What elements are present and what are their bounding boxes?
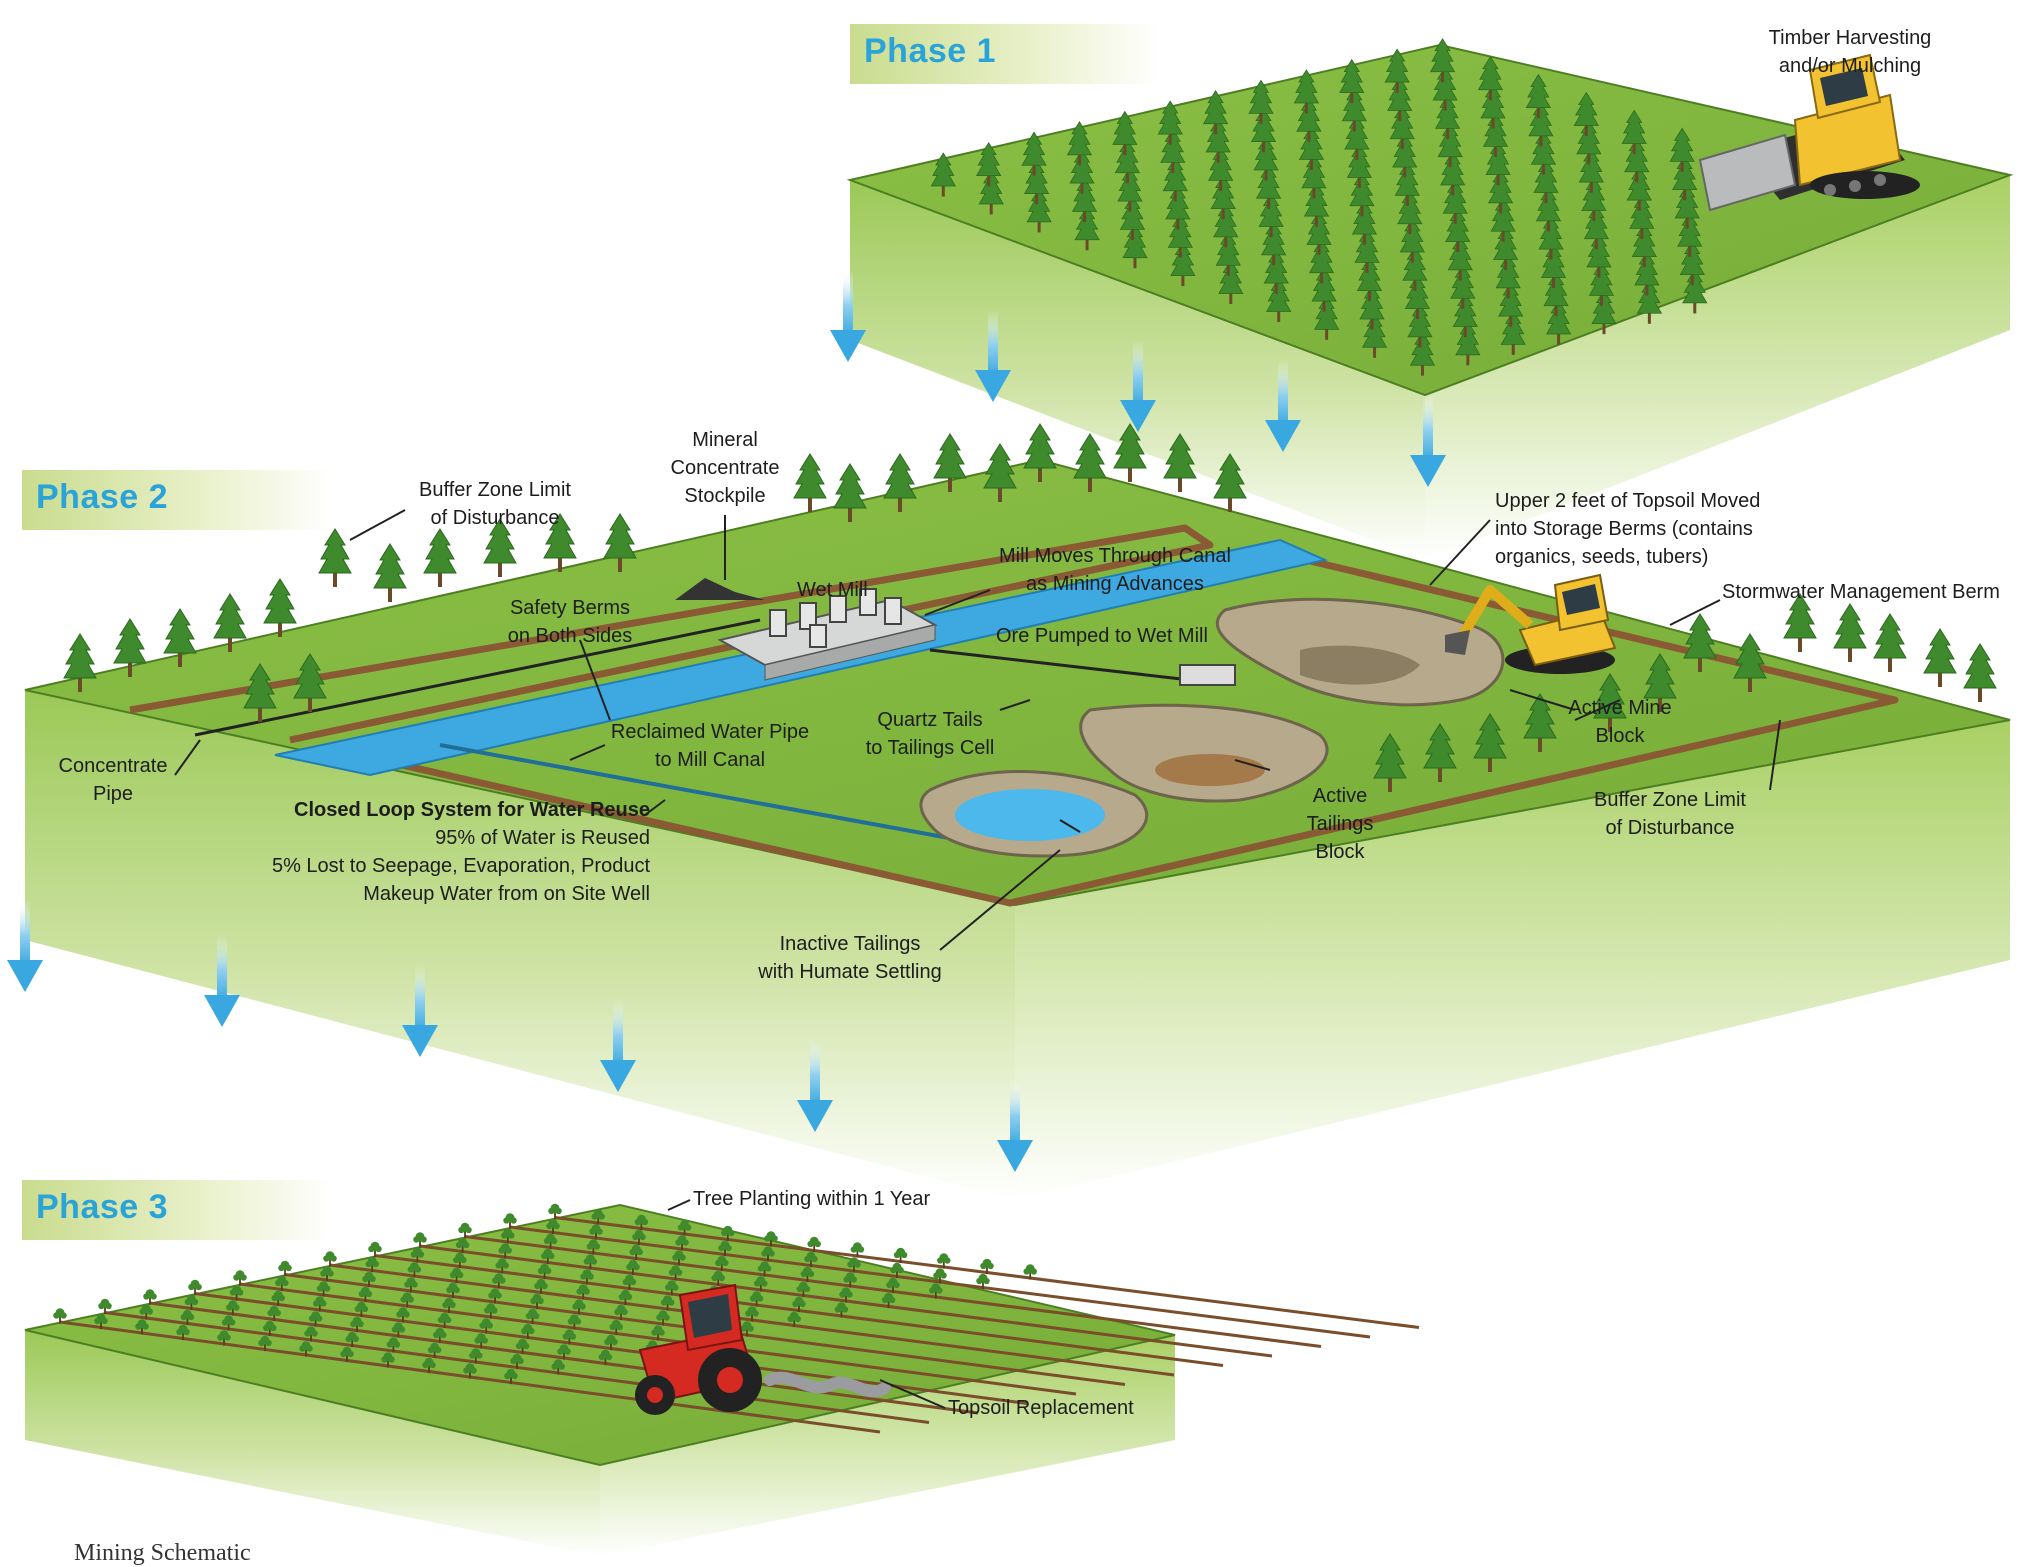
label-line: organics, seeds, tubers) <box>1495 546 1709 568</box>
stockpile-icon <box>675 578 765 600</box>
label-line: Quartz Tails <box>877 709 983 731</box>
label-closed-loop: Closed Loop System for Water Reuse 95% o… <box>180 796 650 908</box>
label-line: Closed Loop System for Water Reuse <box>294 799 650 821</box>
label-line: of Disturbance <box>1605 817 1735 839</box>
phase3-title: Phase 3 <box>36 1188 169 1226</box>
label-line: Buffer Zone Limit <box>1594 789 1746 811</box>
wet-mill-icon <box>717 588 938 681</box>
label-mill-moves: Mill Moves Through Canal as Mining Advan… <box>985 542 1245 598</box>
phase2-title: Phase 2 <box>36 478 169 516</box>
phase1-right-face <box>1425 175 2010 560</box>
phase2-right-face <box>1015 720 2010 1200</box>
label-line: 95% of Water is Reused <box>435 827 650 849</box>
phase1-title: Phase 1 <box>864 32 997 70</box>
label-topsoil-replacement: Topsoil Replacement <box>948 1394 1134 1422</box>
label-line: Block <box>1315 841 1365 863</box>
ore-pipe <box>929 648 1191 682</box>
label-concentrate-pipe: Concentrate Pipe <box>48 752 178 808</box>
callout-leader-lines <box>174 509 1781 1409</box>
label-stormwater-berm: Stormwater Management Berm <box>1722 578 2000 606</box>
excavator-icon <box>1445 573 1617 674</box>
label-line: Safety Berms <box>509 597 631 619</box>
phase3-right-face <box>600 1335 1175 1556</box>
reclaimed-water-pipe <box>439 743 961 842</box>
phase2-banner: Phase 2 <box>22 470 332 530</box>
label-upper-topsoil: Upper 2 feet of Topsoil Moved into Stora… <box>1495 487 1760 571</box>
label-wet-mill: Wet Mill <box>797 576 868 604</box>
label-line: 5% Lost to Seepage, Evaporation, Product <box>271 855 650 877</box>
tree-icon <box>1923 628 1957 688</box>
tree-icon <box>423 528 457 588</box>
tree-icon <box>263 578 297 638</box>
phase3-left-face <box>25 1330 600 1556</box>
phase3-block <box>24 1203 1420 1556</box>
label-active-mine-block: Active Mine Block <box>1555 694 1685 750</box>
label-line: Tree Planting within 1 Year <box>693 1188 931 1210</box>
phase2-block <box>24 423 2011 1200</box>
label-line: Timber Harvesting <box>1768 27 1932 49</box>
phase3-planting-rows <box>53 1203 1420 1434</box>
label-buffer-zone-right: Buffer Zone Limit of Disturbance <box>1575 786 1765 842</box>
concentrate-pipe <box>194 618 761 737</box>
phase1-banner: Phase 1 <box>850 24 1160 84</box>
tree-icon <box>373 543 407 603</box>
label-line: Ore Pumped to Wet Mill <box>996 625 1208 647</box>
label-line: with Humate Settling <box>758 961 942 983</box>
label-mineral-stockpile: Mineral Concentrate Stockpile <box>650 426 800 510</box>
label-active-tailings-block: Active Tailings Block <box>1290 782 1390 866</box>
ore-pump-icon <box>1179 664 1236 686</box>
tree-icon <box>1833 603 1867 663</box>
phase2-left-face <box>25 690 1015 1200</box>
label-line: Active <box>1312 785 1368 807</box>
label-line: Upper 2 feet of Topsoil Moved <box>1495 490 1761 512</box>
diagram-caption: Mining Schematic <box>74 1540 251 1566</box>
tree-icon <box>1873 613 1907 673</box>
label-line: Concentrate <box>58 755 168 777</box>
label-line: to Mill Canal <box>654 749 766 771</box>
label-line: and/or Mulching <box>1778 55 1922 77</box>
label-safety-berms: Safety Berms on Both Sides <box>505 594 635 650</box>
tree-icon <box>318 528 352 588</box>
label-line: into Storage Berms (contains <box>1495 518 1753 540</box>
label-line: Wet Mill <box>797 579 868 601</box>
label-line: Concentrate <box>670 457 780 479</box>
label-line: Active Mine <box>1568 697 1672 719</box>
label-line: to Tailings Cell <box>865 737 995 759</box>
phase3-banner: Phase 3 <box>22 1180 332 1240</box>
label-line: Buffer Zone Limit <box>419 479 571 501</box>
label-inactive-tailings: Inactive Tailings with Humate Settling <box>745 930 955 986</box>
label-buffer-zone-top: Buffer Zone Limit of Disturbance <box>400 476 590 532</box>
label-line: Reclaimed Water Pipe <box>610 721 810 743</box>
label-reclaimed-water-pipe: Reclaimed Water Pipe to Mill Canal <box>600 718 820 774</box>
label-line: Block <box>1595 725 1645 747</box>
label-line: as Mining Advances <box>1026 573 1204 595</box>
label-line: Topsoil Replacement <box>948 1397 1134 1419</box>
label-line: on Both Sides <box>507 625 633 647</box>
label-line: Tailings <box>1306 813 1374 835</box>
label-line: Pipe <box>92 783 134 805</box>
label-tree-planting: Tree Planting within 1 Year <box>693 1185 930 1213</box>
label-line: of Disturbance <box>430 507 560 529</box>
label-ore-pumped: Ore Pumped to Wet Mill <box>996 622 1208 650</box>
tree-icon <box>1963 643 1997 703</box>
label-timber-harvesting: Timber Harvesting and/or Mulching <box>1755 24 1945 80</box>
bulldozer-icon <box>1698 53 1920 212</box>
label-line: Stockpile <box>684 485 766 507</box>
label-quartz-tails: Quartz Tails to Tailings Cell <box>850 706 1010 762</box>
active-tailings-pit <box>1079 703 1329 803</box>
phase1-top-surface <box>846 43 2014 397</box>
label-line: Mineral <box>692 429 758 451</box>
tractor-icon <box>635 1283 891 1415</box>
label-line: Inactive Tailings <box>779 933 921 955</box>
label-line: Stormwater Management Berm <box>1722 581 2000 603</box>
label-line: Makeup Water from on Site Well <box>363 883 650 905</box>
label-line: Mill Moves Through Canal <box>999 545 1231 567</box>
